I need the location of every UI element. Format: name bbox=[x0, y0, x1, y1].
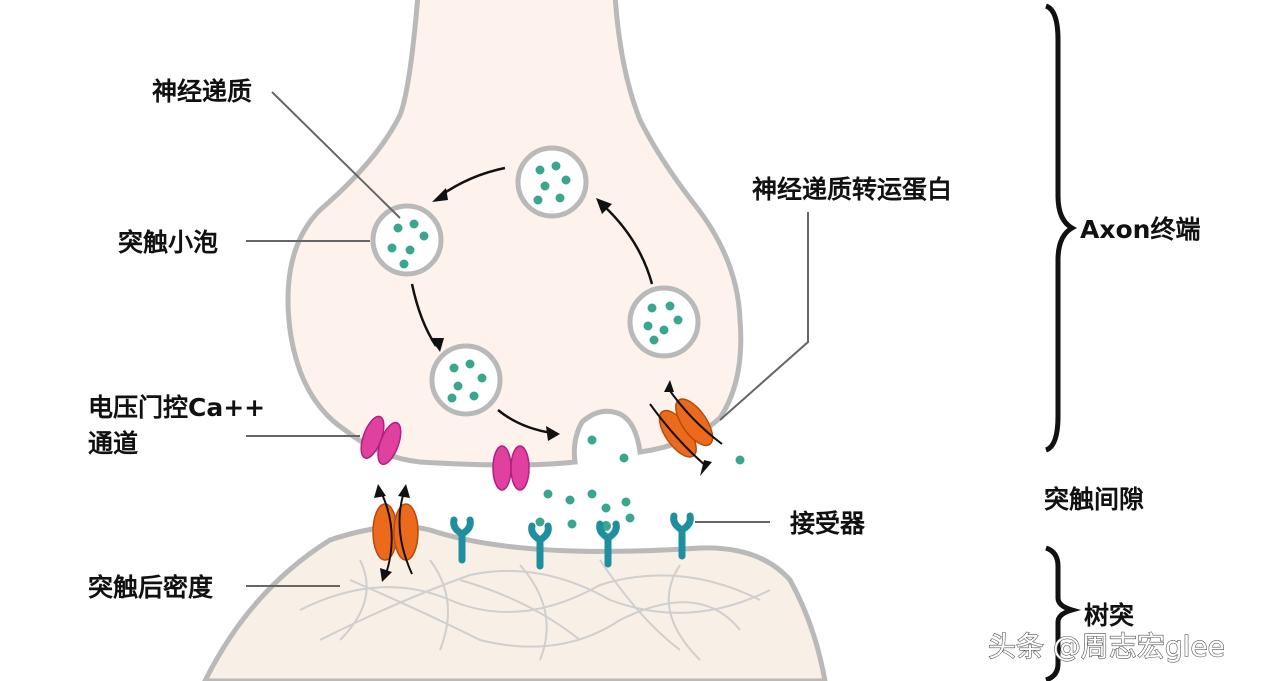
label-ca-channel-line1: 电压门控Ca++ bbox=[88, 393, 265, 422]
vesicle-3 bbox=[627, 285, 701, 359]
label-synaptic-cleft: 突触间隙 bbox=[1044, 485, 1144, 514]
arrow-heads bbox=[430, 188, 612, 441]
vesicle-2 bbox=[370, 203, 444, 277]
label-ca-channel-line2: 通道 bbox=[88, 429, 138, 458]
label-axon-terminal: Axon终端 bbox=[1080, 215, 1200, 244]
receptor-4 bbox=[670, 512, 694, 560]
receptor-2 bbox=[528, 522, 552, 570]
receptor-3 bbox=[596, 520, 620, 568]
dendrite-body bbox=[202, 524, 828, 681]
label-transporter: 神经递质转运蛋白 bbox=[752, 175, 952, 204]
label-synaptic-vesicle: 突触小泡 bbox=[118, 228, 218, 257]
transporter-presynaptic-arrowheads bbox=[664, 380, 712, 476]
ca-channel-left bbox=[360, 415, 402, 466]
vesicle-4 bbox=[429, 343, 503, 417]
axon-terminal-body bbox=[285, 0, 744, 468]
postsynaptic-density-fibers bbox=[299, 559, 771, 661]
transporter-postsynaptic-arrowheads bbox=[374, 484, 410, 582]
axon-terminal-brace bbox=[1044, 3, 1078, 453]
dendrite-brace bbox=[1045, 545, 1082, 681]
leader-lines bbox=[246, 91, 809, 587]
label-neurotransmitter: 神经递质 bbox=[152, 77, 252, 106]
label-dendrite: 树突 bbox=[1084, 601, 1134, 630]
label-postsynaptic-density: 突触后密度 bbox=[88, 573, 213, 602]
ca-channel-right bbox=[492, 445, 530, 491]
transporter-postsynaptic-arrows bbox=[379, 489, 413, 575]
receptor-1 bbox=[450, 516, 474, 564]
label-receptor: 接受器 bbox=[790, 509, 866, 538]
transporter-presynaptic-arrows bbox=[649, 387, 723, 467]
vesicle-1 bbox=[515, 145, 589, 219]
watermark: 头条 @周志宏glee bbox=[988, 630, 1225, 663]
